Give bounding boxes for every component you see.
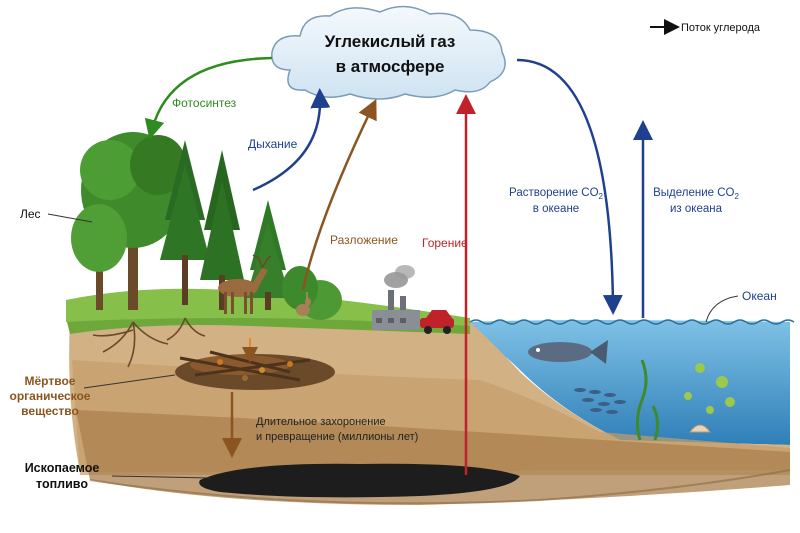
forest-label: Лес bbox=[20, 207, 41, 221]
respiration-arrow bbox=[252, 88, 331, 192]
rabbit-illustration bbox=[296, 292, 311, 316]
burial-label-line1: Длительное захоронение bbox=[256, 416, 386, 428]
car-illustration bbox=[420, 310, 454, 334]
dead-matter-label-line1: Мёртвое bbox=[25, 374, 76, 388]
forest-leader-line bbox=[47, 213, 93, 223]
tree-roots bbox=[92, 317, 206, 368]
ocean-label: Океан bbox=[742, 289, 777, 303]
ocean-surface-waves bbox=[469, 319, 795, 325]
release-label-main: Выделение CO bbox=[653, 187, 734, 199]
ocean-leader-line bbox=[705, 295, 739, 323]
decomposition-label: Разложение bbox=[330, 233, 398, 247]
dissolution-label-line2: в океане bbox=[533, 203, 579, 215]
plankton bbox=[684, 363, 735, 414]
respiration-label: Дыхание bbox=[248, 137, 298, 151]
legend-label: Поток углерода bbox=[681, 22, 761, 34]
dissolution-label-main: Растворение CO bbox=[509, 187, 599, 199]
decomposition-arrow bbox=[301, 98, 377, 291]
dissolution-label-line1: Растворение CO2 bbox=[509, 187, 603, 201]
atmosphere-title-line1: Углекислый газ bbox=[325, 32, 456, 51]
fossil-label-line1: Ископаемое bbox=[25, 461, 100, 475]
small-fish-school bbox=[574, 388, 626, 414]
fossil-fuel-deposit bbox=[199, 463, 520, 498]
seashell-icon bbox=[689, 424, 711, 433]
dead-matter-label-line3: вещество bbox=[21, 404, 79, 418]
burial-label-line2: и превращение (миллионы лет) bbox=[256, 431, 418, 443]
release-label-line1: Выделение CO2 bbox=[653, 187, 739, 201]
deer-illustration bbox=[218, 254, 272, 314]
factory-illustration bbox=[372, 265, 420, 330]
fossil-label-line2: топливо bbox=[36, 477, 88, 491]
dead-matter-leader-line bbox=[83, 374, 176, 389]
soil-bottom-edge bbox=[89, 469, 791, 505]
dead-organic-matter-pile bbox=[175, 350, 335, 390]
ocean-dissolution-arrow bbox=[516, 58, 623, 315]
fish-illustration bbox=[528, 340, 608, 364]
fossil-leader-line bbox=[111, 475, 211, 479]
combustion-label: Горение bbox=[422, 236, 468, 250]
dissolution-label-sub: 2 bbox=[599, 192, 604, 201]
photosynthesis-label: Фотосинтез bbox=[172, 96, 237, 110]
release-label-line2: из океана bbox=[670, 203, 723, 215]
photosynthesis-arrow bbox=[144, 56, 273, 140]
dead-matter-label-line2: органическое bbox=[10, 389, 91, 403]
atmosphere-cloud bbox=[271, 5, 506, 100]
atmosphere-title-line2: в атмосфере bbox=[336, 57, 445, 76]
release-label-sub: 2 bbox=[734, 192, 739, 201]
seaweed bbox=[635, 359, 660, 441]
